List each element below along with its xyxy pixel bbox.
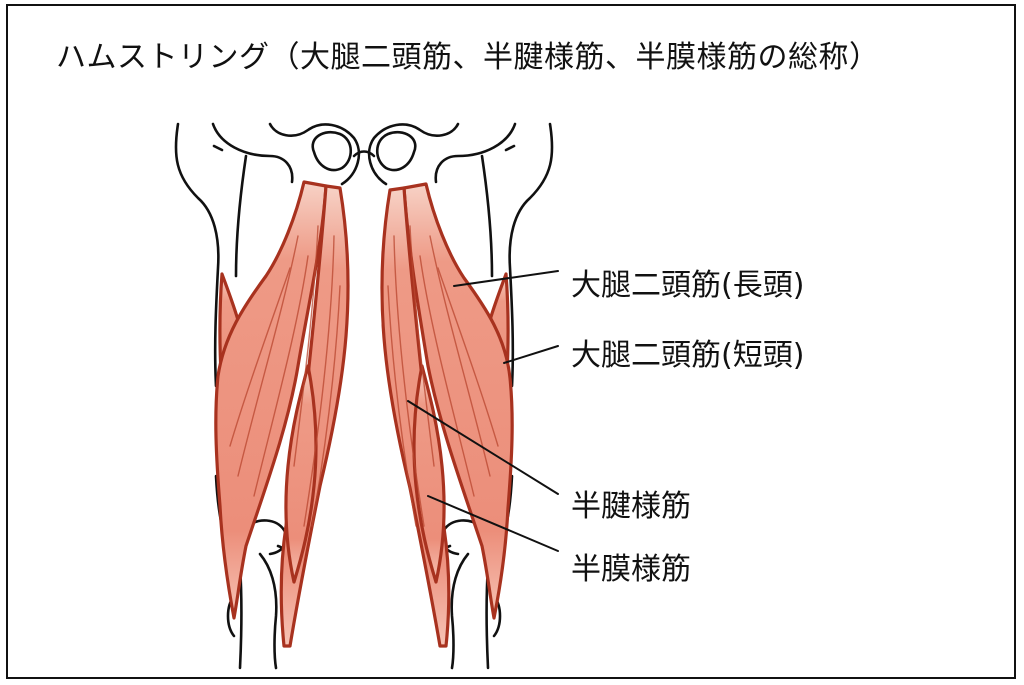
diagram-title: ハムストリング（大腿二頭筋、半腱様筋、半膜様筋の総称）	[56, 40, 880, 75]
pelvis-illustration	[174, 122, 554, 388]
leader-lines	[407, 270, 559, 552]
left-biceps-long-head	[214, 180, 328, 620]
label-semimembranosus: 半膜様筋	[571, 552, 691, 587]
muscle-fibers	[229, 225, 499, 527]
diagram-frame: ハムストリング（大腿二頭筋、半腱様筋、半膜様筋の総称）	[6, 4, 1016, 679]
right-biceps-long-head	[402, 182, 514, 620]
hamstring-muscle-illustration	[214, 180, 514, 648]
label-biceps-femoris-short-head: 大腿二頭筋(短頭)	[571, 338, 805, 373]
label-biceps-femoris-long-head: 大腿二頭筋(長頭)	[571, 268, 805, 303]
leader-semitendinosus	[407, 400, 559, 495]
right-semimembranosus	[412, 364, 446, 584]
leader-biceps-long	[453, 270, 559, 287]
leader-biceps-short	[503, 345, 559, 364]
label-semitendinosus: 半腱様筋	[571, 489, 691, 524]
leader-semimembranosus	[427, 495, 559, 552]
hamstring-illustration	[174, 122, 559, 670]
